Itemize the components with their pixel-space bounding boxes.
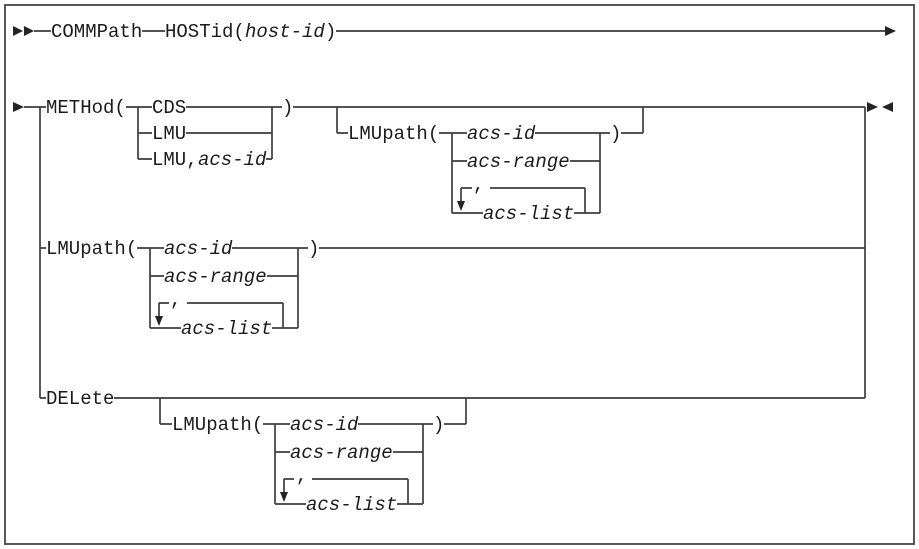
rail-method-optional-lmupath-group xyxy=(336,107,644,214)
diagram-border xyxy=(4,4,915,545)
choice-cds: CDS xyxy=(152,97,186,119)
variable-acs-range-b: acs-range xyxy=(467,151,570,173)
lmupath-close-paren-d: ) xyxy=(433,414,444,436)
rail-row3-lmupath-group xyxy=(40,247,865,329)
method-close-paren: ) xyxy=(282,97,293,119)
keyword-lmupath-open-d: LMUpath( xyxy=(172,414,263,436)
choice-lmu: LMU xyxy=(152,123,186,145)
variable-host-id: host-id xyxy=(245,21,325,43)
loop-separator-comma-c: , xyxy=(170,289,181,311)
statement-end-right-arrow-icon xyxy=(867,102,878,112)
rail-delete-optional-lmupath-group xyxy=(159,398,467,505)
statement-start-arrow-icon xyxy=(13,26,23,36)
hostid-close-paren: ) xyxy=(325,21,336,43)
keyword-method-open: METHod( xyxy=(46,97,126,119)
variable-acs-id-c: acs-id xyxy=(164,238,233,260)
keyword-lmupath-open-c: LMUpath( xyxy=(46,238,137,260)
variable-acs-list-b: acs-list xyxy=(483,203,574,225)
statement-end-left-arrow-icon xyxy=(882,102,893,112)
lmupath-close-paren-c: ) xyxy=(308,238,319,260)
variable-acs-id-method: acs-id xyxy=(198,149,267,171)
keyword-lmupath-open-b: LMUpath( xyxy=(348,123,439,145)
statement-start-arrow2-icon xyxy=(24,26,34,36)
variable-acs-list-c: acs-list xyxy=(181,318,272,340)
keyword-hostid-open: HOSTid( xyxy=(165,21,245,43)
loop-b-repeat-arrow-icon xyxy=(457,201,465,211)
keyword-delete: DELete xyxy=(46,388,114,410)
loop-separator-comma-d: , xyxy=(296,465,307,487)
variable-acs-range-d: acs-range xyxy=(290,442,393,464)
lmupath-close-paren-b: ) xyxy=(610,123,621,145)
variable-acs-range-c: acs-range xyxy=(164,266,267,288)
loop-separator-comma-b: , xyxy=(473,174,484,196)
choice-lmu-comma: LMU, xyxy=(152,149,198,171)
rail-arrows xyxy=(13,26,896,502)
variable-acs-list-d: acs-list xyxy=(306,494,397,516)
variable-acs-id-b: acs-id xyxy=(467,123,536,145)
row1-continue-arrow-icon xyxy=(885,26,896,36)
rail-lines xyxy=(24,30,885,505)
rail-labels: COMMPath HOSTid( host-id ) METHod( CDS L… xyxy=(46,21,621,516)
loop-d-repeat-arrow-icon xyxy=(280,492,288,502)
loop-c-repeat-arrow-icon xyxy=(155,316,163,326)
keyword-commpath: COMMPath xyxy=(51,21,142,43)
rail-method-choice-group xyxy=(137,107,273,160)
row2-continuation-arrow-icon xyxy=(13,102,24,112)
variable-acs-id-d: acs-id xyxy=(290,414,359,436)
